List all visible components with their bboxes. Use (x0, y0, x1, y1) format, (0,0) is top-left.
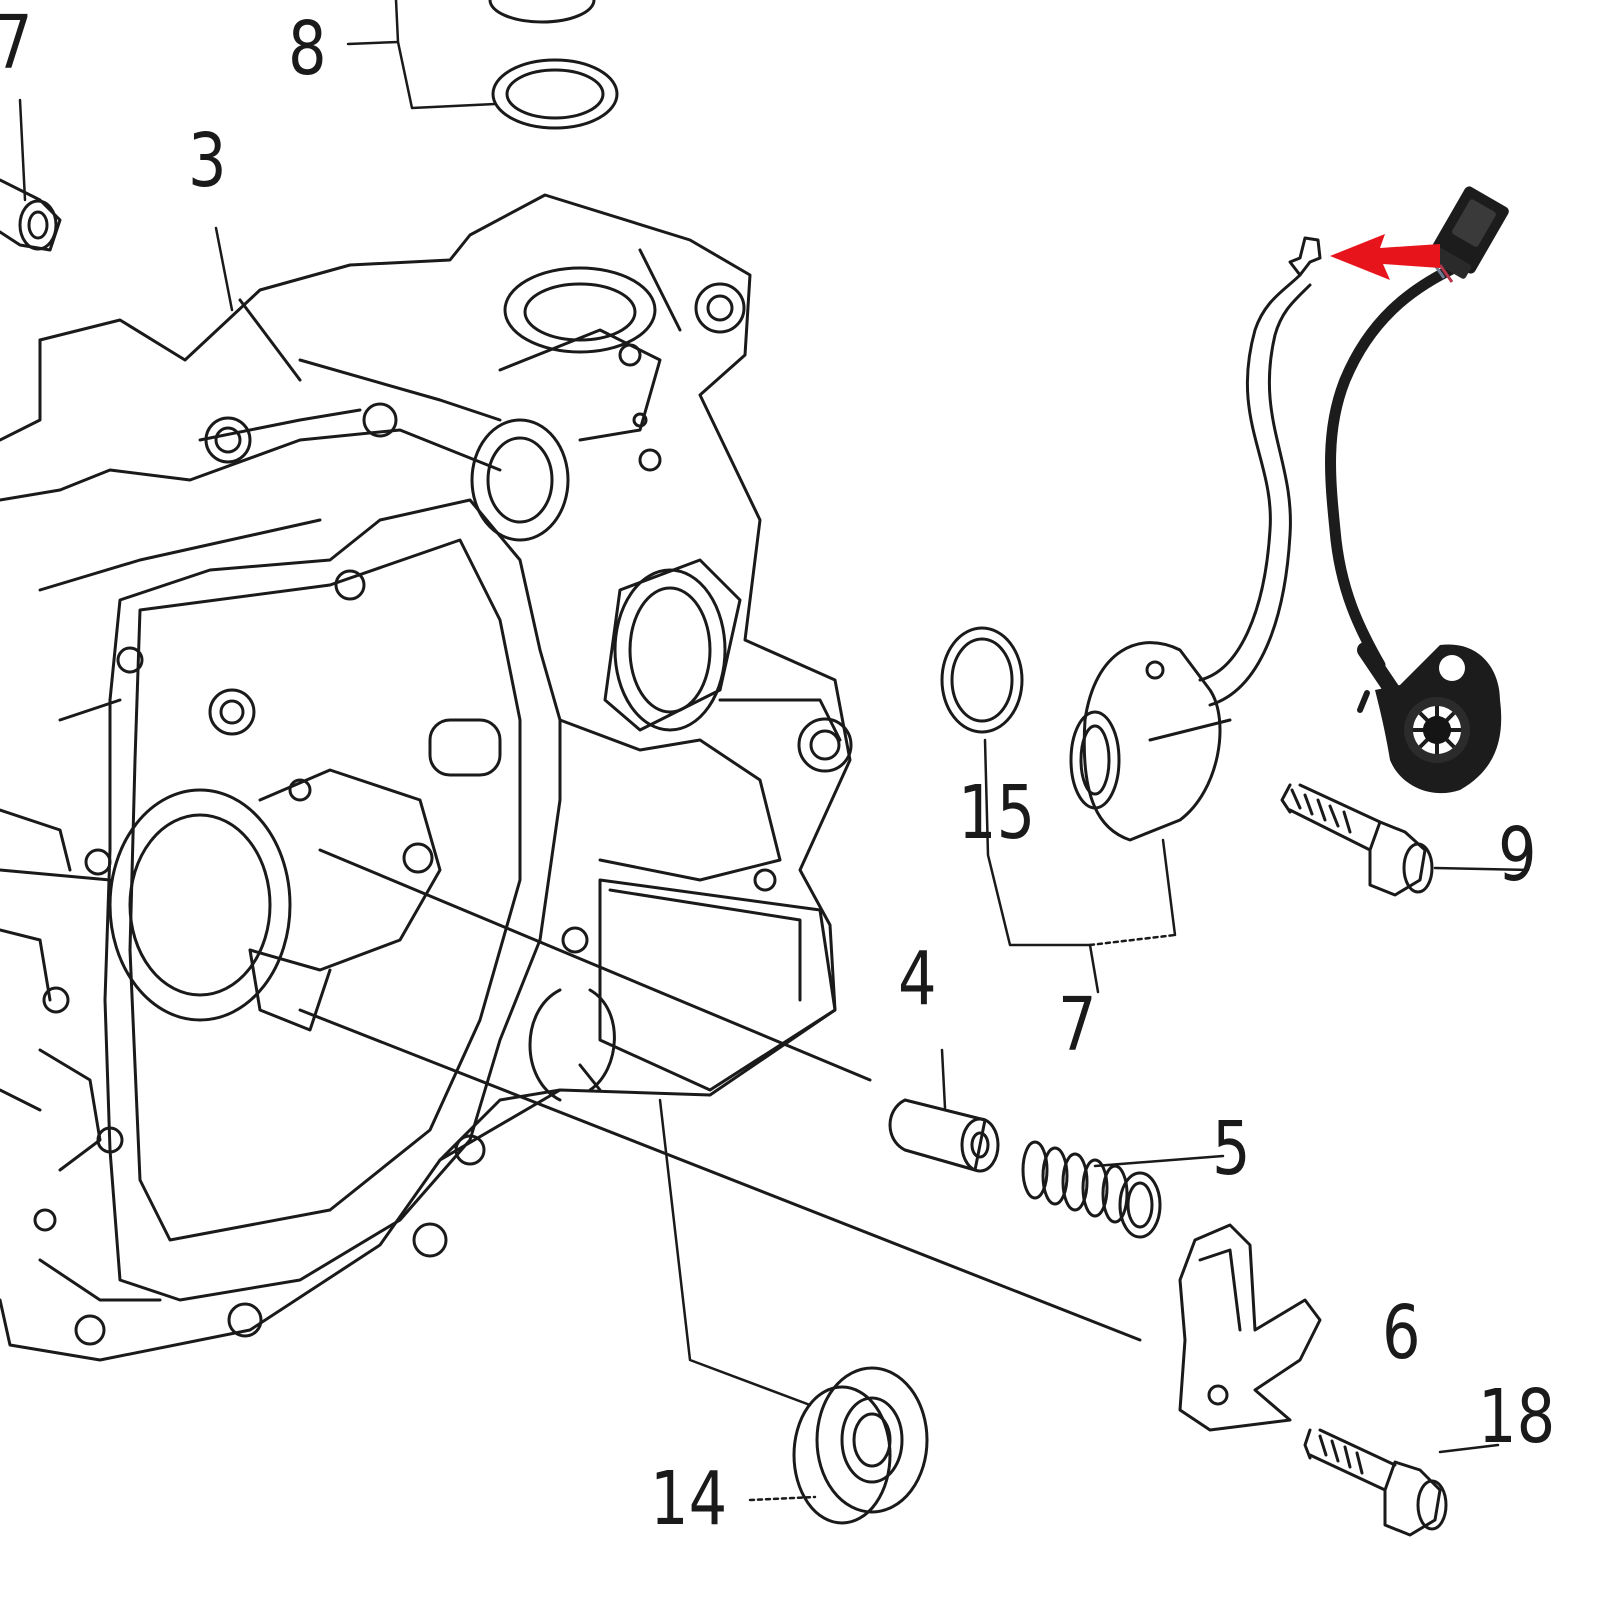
callout-9: 9 (1498, 812, 1537, 898)
callout-8: 8 (288, 6, 327, 92)
speed-sensor-photo (1325, 186, 1509, 794)
red-arrow-icon (1330, 234, 1440, 280)
bolt-part-9 (1280, 783, 1434, 897)
callout-7-top-left: 7 (0, 6, 33, 80)
bushing-top-left (0, 178, 62, 252)
callout-18: 18 (1478, 1374, 1556, 1460)
spring-part-5 (1021, 1140, 1162, 1239)
detent-arm-part-6 (1178, 1223, 1322, 1432)
o-ring-set (488, 0, 619, 130)
callout-15: 15 (958, 770, 1036, 856)
callout-5: 5 (1212, 1106, 1251, 1192)
callout-6: 6 (1382, 1290, 1421, 1376)
callout-4: 4 (898, 936, 937, 1022)
leader-lines (18, 0, 1530, 1502)
callout-7-sensor: 7 (1058, 982, 1097, 1068)
callout-3: 3 (188, 118, 227, 204)
crankcase-half (0, 193, 1142, 1362)
o-ring-part-15 (940, 626, 1024, 734)
detent-pin-part-4 (888, 1098, 1000, 1173)
speed-sensor-line-drawing (1069, 236, 1322, 842)
callout-14: 14 (650, 1456, 728, 1542)
oil-seal-part-14 (792, 1366, 929, 1525)
bolt-part-18 (1303, 1428, 1448, 1537)
